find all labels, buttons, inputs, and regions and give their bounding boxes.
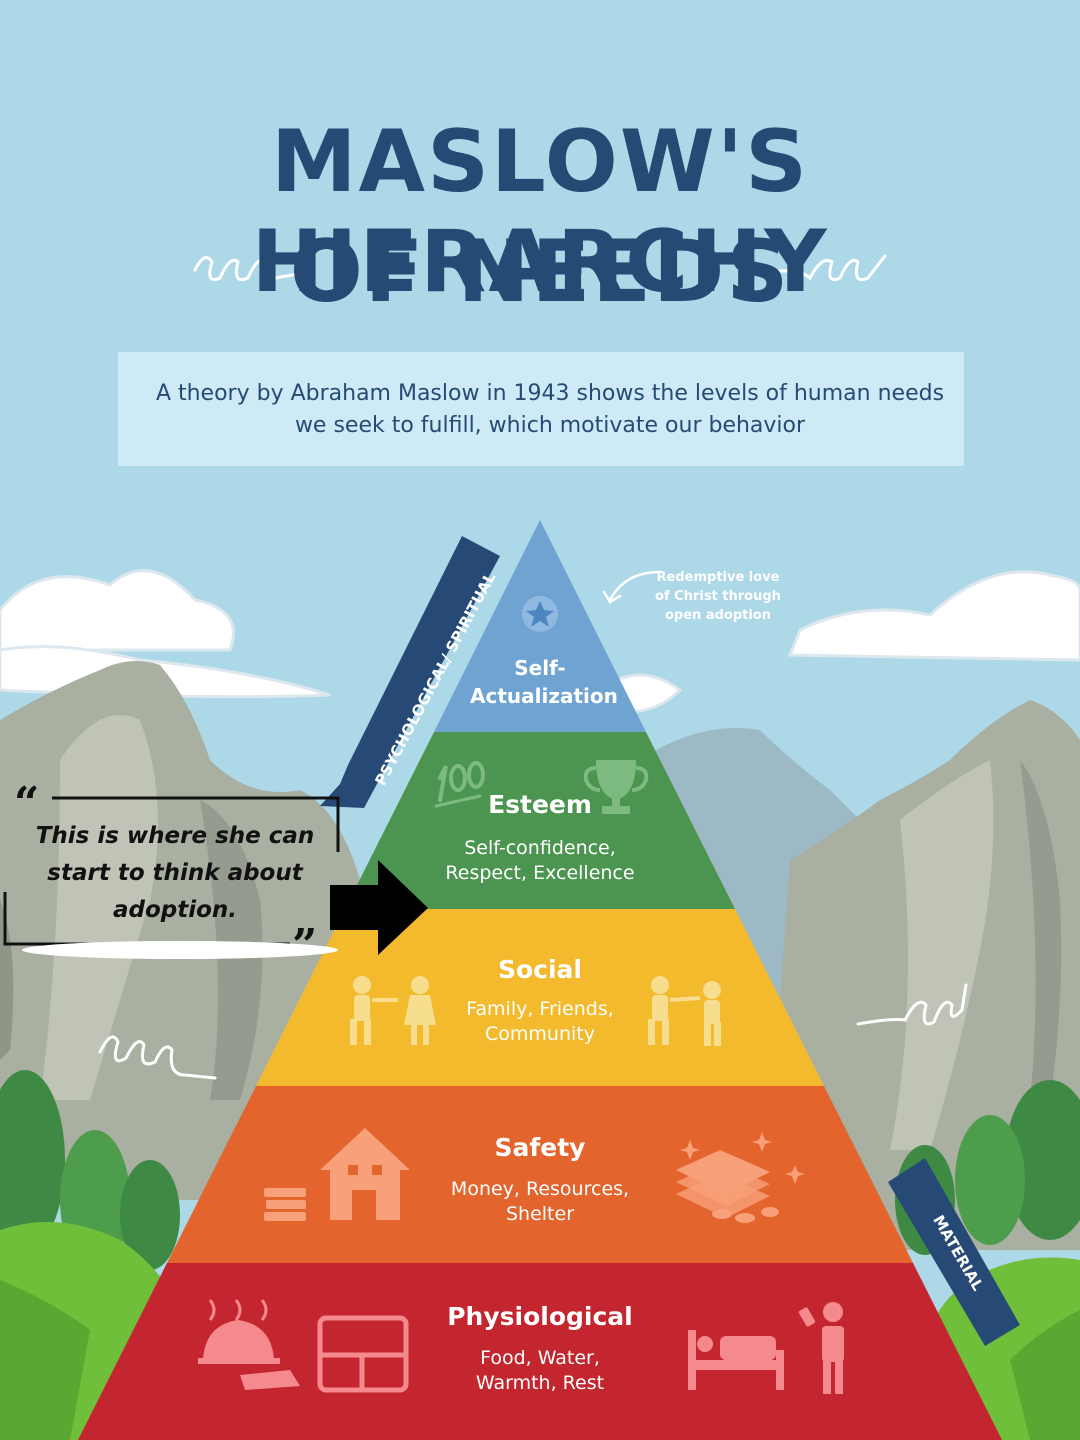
level-desc-physiological: Food, Water, Warmth, Rest: [475, 1347, 605, 1394]
level-title-esteem: Esteem: [488, 790, 592, 819]
star-badge-icon: [522, 596, 558, 632]
level-social: [256, 909, 824, 1086]
level-title-social: Social: [497, 955, 582, 984]
served-dish-icon: [198, 1299, 300, 1390]
level-title-self-actualization: Self-Actualization: [470, 656, 618, 708]
level-title-physiological: Physiological: [447, 1302, 633, 1331]
trophy-icon: [583, 760, 649, 814]
money-stack-icon: [676, 1132, 805, 1223]
close-quote-icon: ”: [292, 920, 318, 971]
quote-frame: [3, 796, 340, 959]
house-icon: [320, 1128, 410, 1220]
right-ribbon: [888, 1158, 1020, 1346]
squiggle-decorations: [98, 254, 968, 1080]
left-ribbon: [320, 536, 500, 808]
level-title-safety: Safety: [494, 1133, 586, 1162]
drinking-person-icon: [798, 1302, 844, 1394]
level-physiological: [78, 1263, 1002, 1440]
subtitle-box: [118, 352, 964, 466]
side-note: Redemptive love of Christ through open a…: [655, 570, 781, 623]
pyramid: [78, 520, 1002, 1440]
page-title-line-1: MASLOW'S HIERARCHY: [251, 112, 829, 312]
level-desc-safety: Money, Resources, Shelter: [450, 1178, 630, 1225]
sleeping-bed-icon: [688, 1330, 784, 1390]
quote-text: This is where she can start to think abo…: [35, 823, 315, 923]
page-title-line-2: OF NEEDS: [289, 222, 791, 322]
mocking-people-icon: [648, 976, 721, 1046]
hundred-points-icon: [434, 761, 485, 808]
level-desc-social: Family, Friends, Community: [466, 998, 614, 1045]
ribbons: [320, 536, 1020, 1346]
right-mountain: [760, 700, 1080, 1250]
subtitle: A theory by Abraham Maslow in 1943 shows…: [155, 381, 945, 438]
food-tray-icon: [317, 1315, 409, 1393]
pointer-arrow: [330, 860, 428, 955]
books-icon: [264, 1188, 306, 1221]
arguing-people-icon: [350, 976, 436, 1045]
level-desc-esteem: Self-confidence, Respect, Excellence: [445, 837, 635, 884]
open-quote-icon: “: [14, 778, 40, 829]
